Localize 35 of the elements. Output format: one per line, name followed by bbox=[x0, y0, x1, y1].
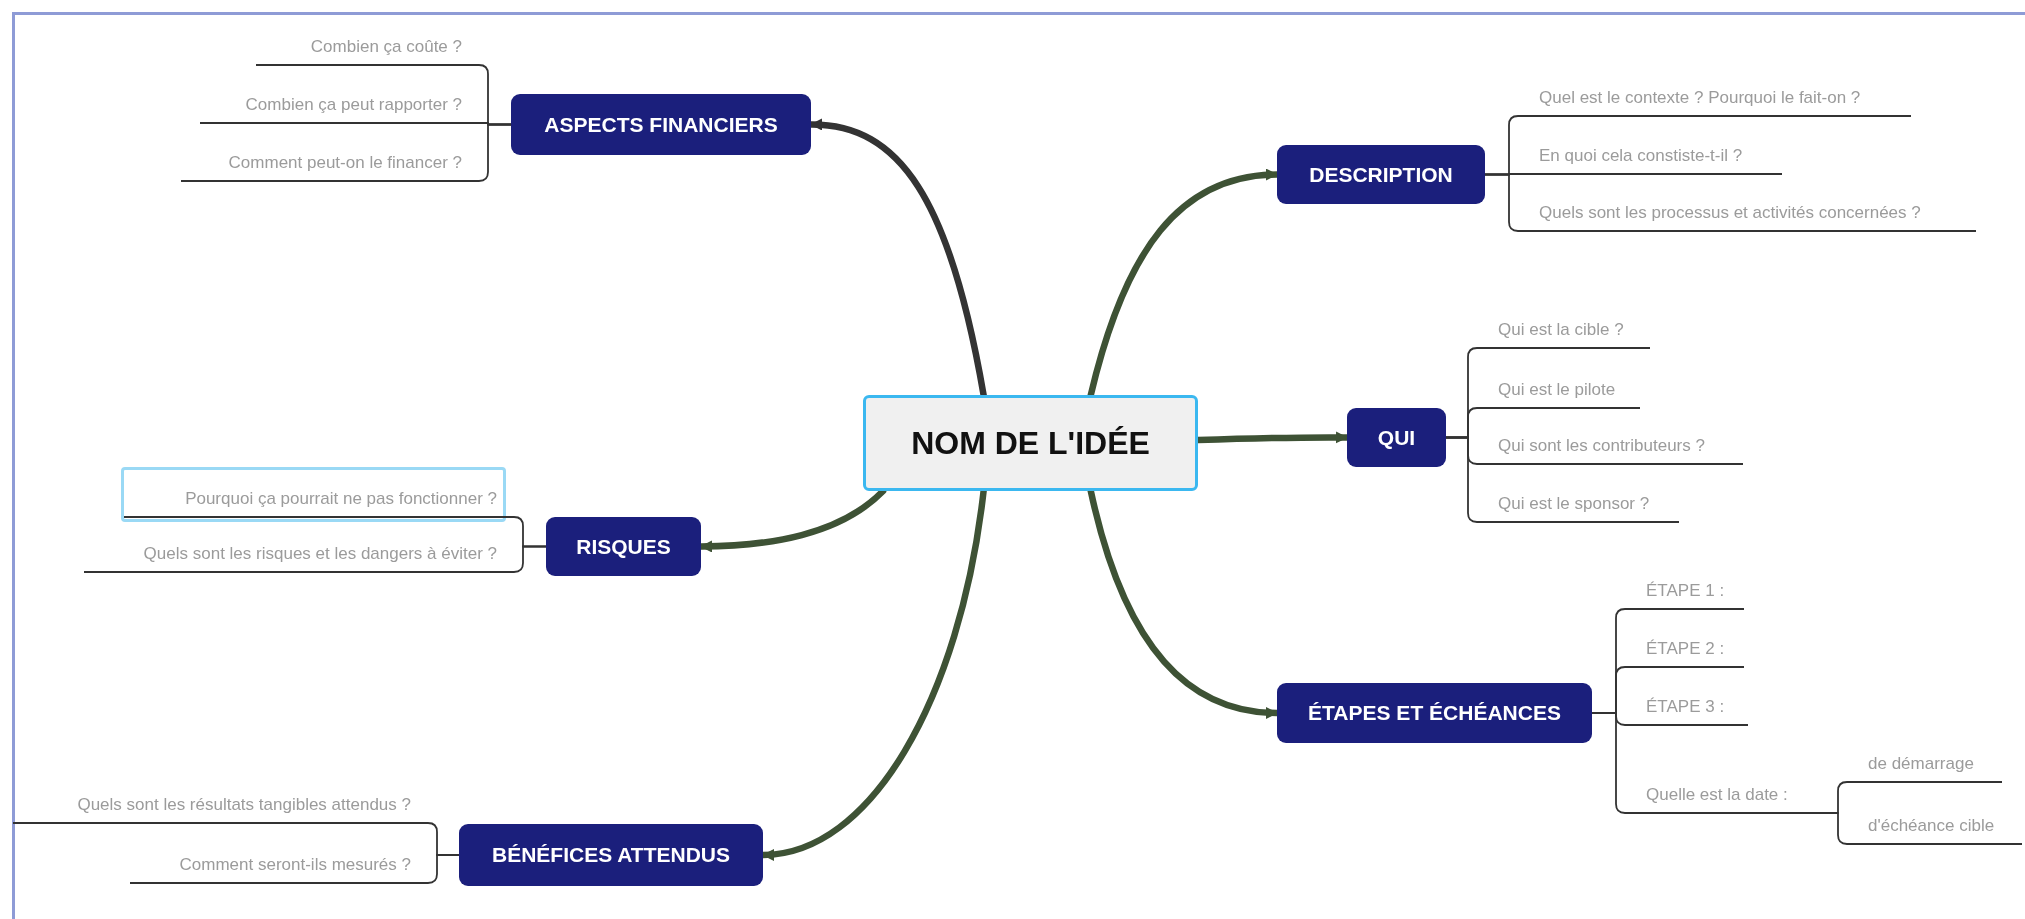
topic-box: ÉTAPES ET ÉCHÉANCES bbox=[1277, 683, 1592, 743]
underlined-question: Combien ça peut rapporter ? bbox=[200, 84, 478, 124]
topic-box: QUI bbox=[1347, 408, 1446, 467]
connector-line bbox=[477, 123, 512, 182]
underlined-question: Quelle est la date : bbox=[1626, 774, 1838, 814]
underlined-question: Qui est le pilote bbox=[1478, 369, 1640, 409]
connector-line bbox=[512, 545, 547, 573]
underlined-question: ÉTAPE 1 : bbox=[1626, 570, 1744, 610]
underlined-question: Qui est la cible ? bbox=[1478, 309, 1650, 349]
connector-line bbox=[1445, 436, 1479, 523]
underlined-question: Quels sont les processus et activités concernées ? bbox=[1519, 192, 1976, 232]
underlined-question: ÉTAPE 2 : bbox=[1626, 628, 1744, 668]
underlined-question: Combien ça coûte ? bbox=[256, 26, 478, 66]
topic-box: ASPECTS FINANCIERS bbox=[511, 94, 811, 155]
topic-box: BÉNÉFICES ATTENDUS bbox=[459, 824, 763, 886]
underlined-question: ÉTAPE 3 : bbox=[1626, 686, 1748, 726]
underlined-question: Pourquoi ça pourrait ne pas fonctionner ? bbox=[124, 478, 513, 518]
underlined-question: de démarrage bbox=[1848, 743, 2002, 783]
underlined-question: Qui est le sponsor ? bbox=[1478, 483, 1679, 523]
topic-box: RISQUES bbox=[546, 517, 701, 576]
central-idea-box: NOM DE L'IDÉE bbox=[863, 395, 1198, 491]
connector-line bbox=[426, 854, 460, 884]
connector-line bbox=[1591, 712, 1627, 814]
underlined-question: d'échéance cible bbox=[1848, 805, 2022, 845]
underlined-question: Comment peut-on le financer ? bbox=[181, 142, 478, 182]
underlined-question: Qui sont les contributeurs ? bbox=[1478, 425, 1743, 465]
connector-line bbox=[1484, 173, 1520, 232]
topic-box: DESCRIPTION bbox=[1277, 145, 1485, 204]
underlined-question: Quels sont les résultats tangibles attendus ? bbox=[13, 784, 427, 824]
underlined-question: Quel est le contexte ? Pourquoi le fait-on ? bbox=[1519, 77, 1911, 117]
connector-line bbox=[1837, 781, 1849, 814]
underlined-question: Comment seront-ils mesurés ? bbox=[130, 844, 427, 884]
underlined-question: Quels sont les risques et les dangers à éviter ? bbox=[84, 533, 513, 573]
underlined-question: En quoi cela constiste-t-il ? bbox=[1519, 135, 1782, 175]
connector-line bbox=[1837, 812, 1849, 845]
